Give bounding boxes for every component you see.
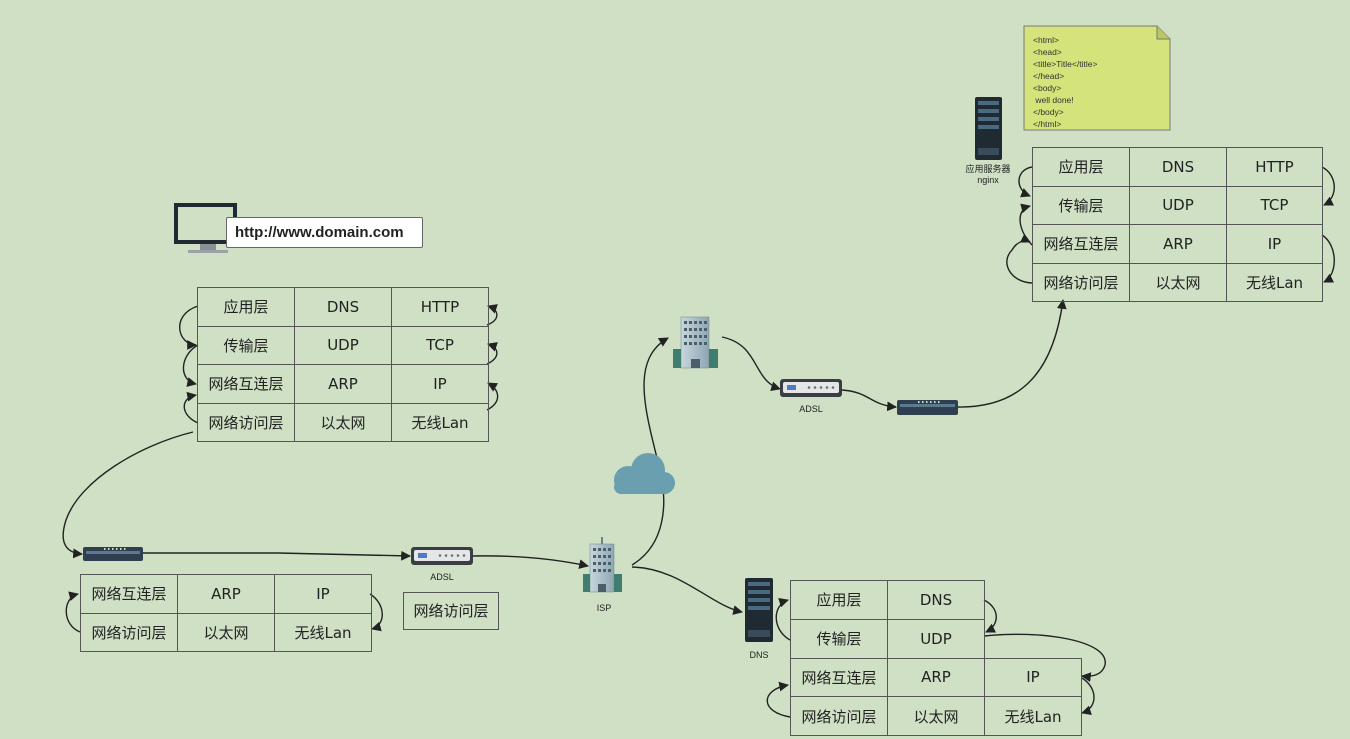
url-bar[interactable]: http://www.domain.com — [226, 217, 423, 248]
stack-row: 网络互连层 ARP IP — [1032, 224, 1323, 264]
layer-name: 网络互连层 — [80, 574, 178, 614]
stack-row: 网络互连层 ARP IP — [790, 657, 1082, 698]
adsl-modem-icon-left — [411, 547, 473, 565]
switch-icon-right — [897, 400, 958, 415]
protocol-cell: ARP — [1129, 224, 1227, 264]
isp-label: ISP — [596, 603, 612, 613]
protocol-cell: TCP — [391, 325, 489, 365]
layer-name: 应用层 — [790, 580, 888, 620]
stack-row: 传输层 UDP — [790, 618, 1082, 659]
router-protocol-stack: 网络互连层 ARP IP 网络访问层 以太网 无线Lan — [80, 574, 372, 652]
access-layer-box: 网络访问层 — [403, 592, 499, 630]
layer-name: 应用层 — [197, 287, 295, 327]
empty-cell — [984, 619, 1082, 658]
protocol-cell: DNS — [1129, 147, 1227, 187]
stack-row: 应用层 DNS — [790, 580, 1082, 620]
html-note-text: <html> <head> <title>Title</title> </hea… — [1033, 35, 1098, 129]
layer-name: 传输层 — [1032, 185, 1130, 225]
building-icon — [673, 316, 718, 369]
stack-row: 网络访问层 以太网 无线Lan — [80, 612, 372, 652]
cloud-icon — [614, 453, 675, 494]
protocol-cell: 无线Lan — [391, 402, 489, 442]
line-isp-to-cloud-to-building — [631, 337, 669, 566]
protocol-cell: 无线Lan — [1226, 262, 1323, 302]
protocol-cell: DNS — [294, 287, 392, 327]
stack-row: 应用层 DNS HTTP — [197, 287, 489, 327]
client-protocol-stack: 应用层 DNS HTTP 传输层 UDP TCP 网络互连层 ARP IP 网络… — [197, 287, 489, 442]
protocol-cell: IP — [274, 574, 372, 614]
protocol-cell: IP — [984, 657, 1082, 698]
stack-row: 网络访问层 以太网 无线Lan — [197, 402, 489, 442]
server-protocol-stack: 应用层 DNS HTTP 传输层 UDP TCP 网络互连层 ARP IP 网络… — [1032, 147, 1323, 302]
protocol-cell: ARP — [294, 364, 392, 404]
stack-row: 传输层 UDP TCP — [1032, 185, 1323, 225]
adsl-modem-icon-right — [780, 379, 842, 397]
stack-row: 传输层 UDP TCP — [197, 325, 489, 365]
line-switch-to-adsl — [143, 550, 411, 561]
layer-name: 网络互连层 — [197, 364, 295, 404]
app-server-label: 应用服务器 — [965, 164, 1011, 174]
layer-name: 应用层 — [1032, 147, 1130, 187]
html-note-shape — [1023, 25, 1171, 131]
dns-protocol-stack: 应用层 DNS 传输层 UDP 网络互连层 ARP IP 网络访问层 以太网 无… — [790, 580, 1082, 736]
dns-server-label: DNS — [749, 650, 769, 660]
layer-name: 传输层 — [790, 618, 888, 659]
protocol-cell: 以太网 — [294, 402, 392, 442]
protocol-cell: 以太网 — [177, 612, 275, 652]
app-server-icon — [975, 97, 1002, 160]
protocol-cell: 以太网 — [1129, 262, 1227, 302]
adsl-label-right: ADSL — [799, 404, 823, 414]
isp-building-icon — [583, 537, 622, 593]
protocol-cell: DNS — [887, 580, 985, 620]
line-switch-to-server — [957, 299, 1067, 408]
protocol-cell: 以太网 — [887, 696, 985, 736]
layer-name: 网络互连层 — [1032, 224, 1130, 264]
layer-name: 网络互连层 — [790, 657, 888, 698]
protocol-cell: ARP — [887, 657, 985, 698]
stack-row: 网络互连层 ARP IP — [80, 574, 372, 614]
line-isp-to-dns — [631, 566, 743, 615]
protocol-cell: 无线Lan — [984, 696, 1082, 736]
line-adsl-to-isp — [471, 555, 589, 569]
layer-name: 网络访问层 — [1032, 262, 1130, 302]
protocol-cell: UDP — [294, 325, 392, 365]
line-adsl-to-switch — [841, 389, 897, 412]
protocol-cell: TCP — [1226, 185, 1323, 225]
layer-name: 网络访问层 — [80, 612, 178, 652]
stack-row: 应用层 DNS HTTP — [1032, 147, 1323, 187]
stack-row: 网络访问层 以太网 无线Lan — [790, 696, 1082, 736]
dns-server-icon — [745, 578, 773, 642]
stack-row: 网络互连层 ARP IP — [197, 364, 489, 404]
protocol-cell: IP — [391, 364, 489, 404]
protocol-cell: UDP — [1129, 185, 1227, 225]
protocol-cell: 无线Lan — [274, 612, 372, 652]
stack-row: 网络访问层 以太网 无线Lan — [1032, 262, 1323, 302]
protocol-cell: IP — [1226, 224, 1323, 264]
layer-name: 传输层 — [197, 325, 295, 365]
switch-icon-left — [83, 547, 143, 561]
protocol-cell: HTTP — [391, 287, 489, 327]
empty-cell — [984, 580, 1082, 620]
adsl-label-left: ADSL — [430, 572, 454, 582]
line-building-to-adsl — [721, 336, 781, 391]
protocol-cell: ARP — [177, 574, 275, 614]
layer-name: 网络访问层 — [197, 402, 295, 442]
layer-name: 网络访问层 — [790, 696, 888, 736]
line-client-to-switch — [62, 431, 194, 559]
app-server-sublabel: nginx — [977, 175, 999, 185]
protocol-cell: UDP — [887, 618, 985, 659]
protocol-cell: HTTP — [1226, 147, 1323, 187]
